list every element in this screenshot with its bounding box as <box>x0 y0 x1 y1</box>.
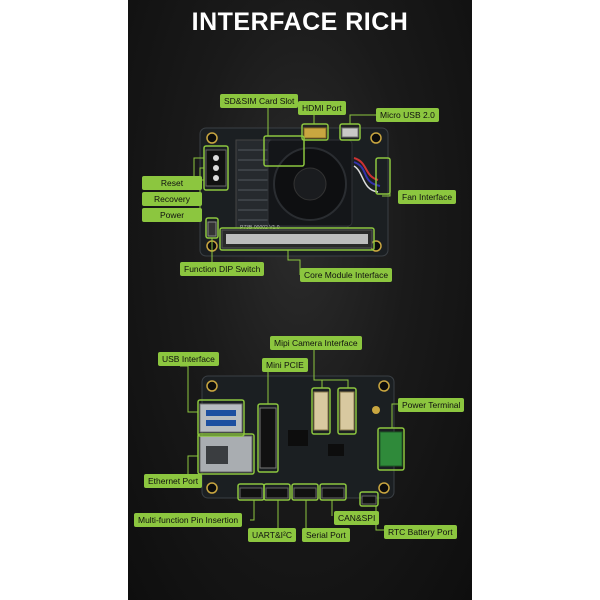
label-uart-i2c: UART&I²C <box>248 528 296 542</box>
label-rtc-battery-port: RTC Battery Port <box>384 525 457 539</box>
label-serial-port: Serial Port <box>302 528 350 542</box>
label-power: Power <box>142 208 202 222</box>
label-hdmi-port: HDMI Port <box>298 101 346 115</box>
label-ethernet-port: Ethernet Port <box>144 474 203 488</box>
label-can-spi: CAN&SPI <box>334 511 380 525</box>
page-title: INTERFACE RICH <box>191 8 409 36</box>
label-sd-sim-card-slot: SD&SIM Card Slot <box>220 94 299 108</box>
label-fan-interface: Fan Interface <box>398 190 457 204</box>
top-board: P73B-00002 V1.0 <box>199 127 389 257</box>
label-usb-interface: USB Interface <box>158 352 219 366</box>
label-mipi-camera-interface: Mipi Camera Interface <box>270 336 362 350</box>
label-reset: Reset <box>142 176 202 190</box>
label-recovery: Recovery <box>142 192 202 206</box>
bottom-board <box>199 375 403 505</box>
label-power-terminal: Power Terminal <box>398 398 465 412</box>
board-illustration: P73B-00002 V1.0 <box>180 100 405 532</box>
interface-panel: INTERFACE RICH <box>128 0 472 600</box>
label-mini-pcie: Mini PCIE <box>262 358 308 372</box>
label-multi-function-pin: Multi-function Pin Insertion <box>134 513 243 527</box>
label-function-dip-switch: Function DIP Switch <box>180 262 265 276</box>
label-micro-usb: Micro USB 2.0 <box>376 108 439 122</box>
label-core-module-interface: Core Module Interface <box>300 268 393 282</box>
